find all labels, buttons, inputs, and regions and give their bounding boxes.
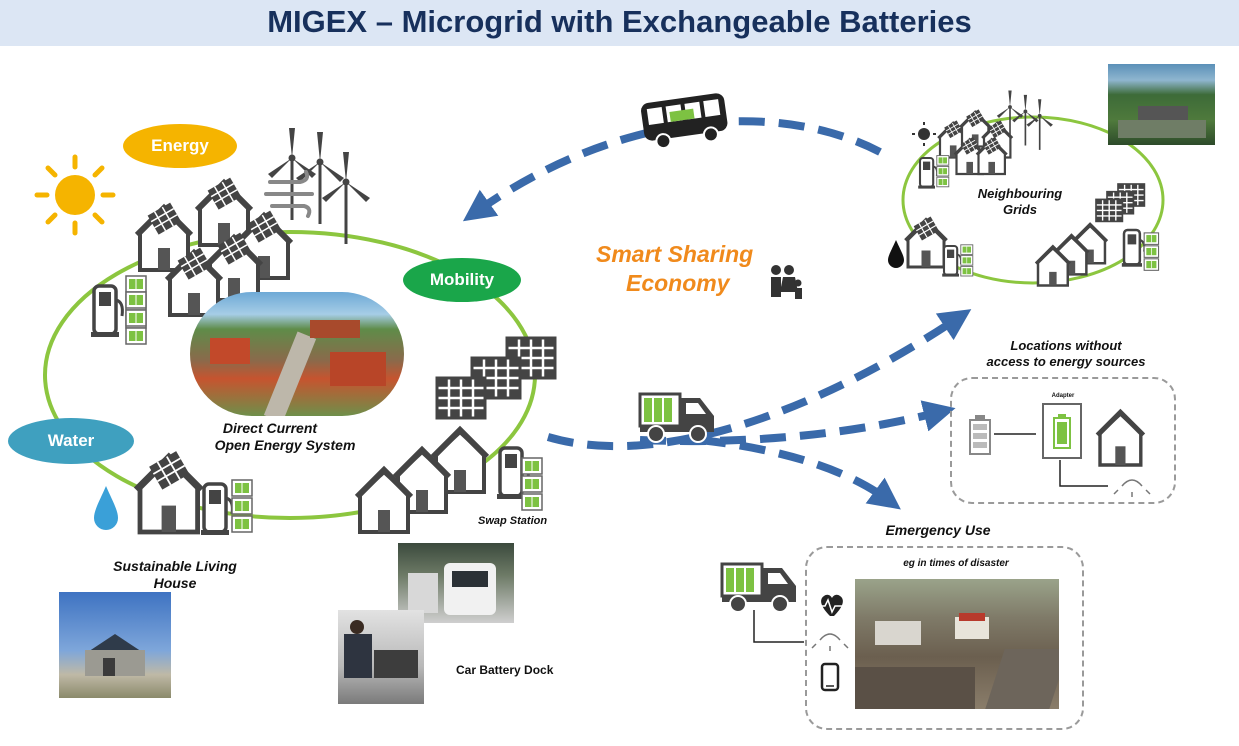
battery-station-icon bbox=[89, 284, 125, 339]
lamp-icon bbox=[811, 633, 849, 651]
arrow-to-neighbouring-grid bbox=[546, 309, 972, 451]
smart-sharing-label-line2: Economy bbox=[626, 270, 730, 296]
sustainable-living-label-line2: House bbox=[153, 575, 197, 591]
solar-panel-icon bbox=[435, 336, 557, 420]
arrow-to-main-grid bbox=[462, 117, 882, 222]
sustainable-house-photo bbox=[59, 592, 171, 698]
disaster-photo bbox=[855, 579, 1059, 709]
neighbouring-grid-photo bbox=[1108, 64, 1215, 145]
sustainable-living-label-line1: Sustainable Living bbox=[113, 558, 237, 574]
arrow-to-off-grid bbox=[639, 400, 956, 446]
locations-label-line2: access to energy sources bbox=[986, 354, 1146, 369]
solar-panel-icon bbox=[1095, 183, 1146, 223]
mobility-bubble: Mobility bbox=[403, 258, 521, 302]
adapter-label: Adapter bbox=[1051, 393, 1075, 399]
wind-icon bbox=[264, 170, 314, 218]
swap-station-icon bbox=[495, 446, 542, 510]
battery-empty-icon bbox=[969, 415, 991, 455]
aerial-village-photo bbox=[190, 292, 404, 416]
title-bar: MIGEX – Microgrid with Exchangeable Batt… bbox=[0, 0, 1239, 46]
delivery-truck-icon bbox=[720, 562, 798, 614]
emergency-use-label: Emergency Use bbox=[885, 522, 991, 538]
locations-label-line1: Locations without bbox=[1010, 338, 1122, 353]
battery-pack-icon bbox=[126, 276, 146, 344]
neighbouring-grids-label-line2: Grids bbox=[1003, 202, 1037, 217]
family-icon bbox=[771, 265, 802, 299]
water-bubble: Water bbox=[8, 418, 134, 464]
smart-sharing-label-line1: Smart Sharing bbox=[596, 241, 754, 267]
house-cluster-neighbouring bbox=[1034, 222, 1109, 288]
sustainable-house-icon bbox=[136, 451, 252, 537]
wind-turbine-icon bbox=[266, 126, 372, 246]
locations-without-access-box bbox=[950, 377, 1176, 504]
dc-label-line2: Open Energy System bbox=[214, 437, 356, 453]
solar-house-icon bbox=[906, 216, 947, 267]
adapter-icon bbox=[1042, 403, 1082, 459]
disaster-label: eg in times of disaster bbox=[903, 558, 1009, 569]
battery-station-icon bbox=[917, 156, 949, 190]
car-battery-dock-label: Car Battery Dock bbox=[456, 663, 554, 677]
bus-icon bbox=[641, 93, 728, 150]
heart-pulse-icon bbox=[821, 594, 843, 616]
phone-icon bbox=[820, 662, 840, 692]
delivery-truck-icon bbox=[638, 392, 716, 444]
sun-icon bbox=[34, 154, 116, 236]
page-title: MIGEX – Microgrid with Exchangeable Batt… bbox=[267, 4, 972, 39]
emergency-use-box bbox=[805, 546, 1084, 730]
sun-icon bbox=[912, 122, 936, 146]
car-battery-photo-person bbox=[338, 610, 424, 704]
car-battery-photo-vehicle bbox=[398, 543, 514, 623]
energy-bubble: Energy bbox=[123, 124, 237, 168]
battery-station-icon bbox=[941, 245, 973, 278]
water-drop-icon bbox=[888, 240, 904, 268]
lamp-icon bbox=[1113, 479, 1151, 497]
neighbouring-grids-label-line1: Neighbouring bbox=[977, 186, 1063, 201]
battery-station-icon bbox=[1120, 228, 1159, 270]
swap-station-label: Swap Station bbox=[478, 515, 548, 527]
arrow-to-emergency bbox=[699, 436, 901, 510]
water-drop-icon bbox=[94, 486, 118, 530]
dc-label-line1: Direct Current bbox=[222, 420, 318, 436]
